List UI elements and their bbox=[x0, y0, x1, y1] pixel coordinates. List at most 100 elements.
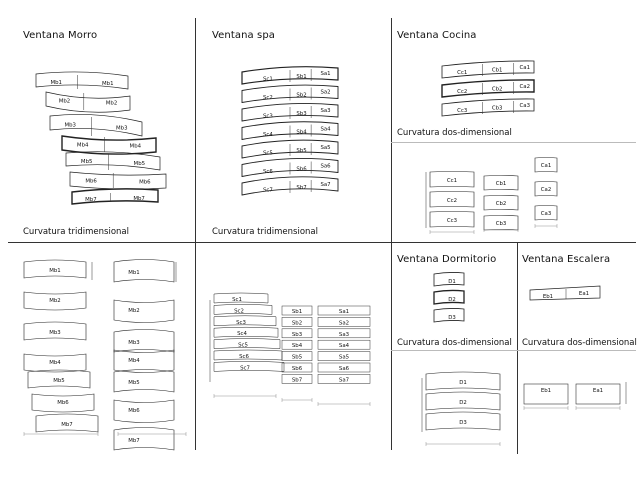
spa-label-c-2: Sc2 bbox=[263, 95, 273, 101]
spa-part-a-label-3: Sa3 bbox=[339, 332, 349, 338]
horizontal-divider-cocina bbox=[391, 142, 636, 143]
vertical-divider-3 bbox=[517, 242, 518, 454]
cocina-part-c-1 bbox=[429, 171, 475, 188]
morro-piece-3 bbox=[49, 114, 143, 137]
spa-part-a-label-4: Sa4 bbox=[339, 343, 350, 349]
morro-piece-6 bbox=[69, 171, 167, 190]
spa-part-a-1 bbox=[317, 305, 371, 316]
cocina-piece-1 bbox=[441, 60, 535, 79]
spa-piece-3 bbox=[241, 102, 339, 122]
morro-part-right-3 bbox=[113, 329, 175, 353]
spa-label-c-6: Sc6 bbox=[263, 169, 273, 175]
cocina-label-a-2: Ca2 bbox=[520, 84, 531, 90]
spa-piece-1 bbox=[241, 66, 339, 85]
spa-part-b-label-7: Sb7 bbox=[292, 377, 302, 383]
spa-piece-4 bbox=[241, 121, 339, 141]
spa-part-c-5 bbox=[213, 338, 281, 349]
spa-part-b-6 bbox=[281, 362, 313, 373]
spa-part-c-3 bbox=[213, 315, 277, 327]
morro-label-left-2: Mb2 bbox=[59, 99, 71, 105]
cocina-label-c-3: Cc3 bbox=[457, 108, 467, 114]
morro-label-right-6: Mb6 bbox=[139, 180, 151, 186]
spa-part-a-5 bbox=[317, 351, 371, 361]
morro-label-left-3: Mb3 bbox=[64, 123, 76, 129]
morro-part-left-label-1: Mb1 bbox=[49, 268, 61, 274]
morro-part-right-6 bbox=[113, 399, 175, 423]
cocina-piece-2 bbox=[441, 79, 535, 98]
cocina-part-c-label-1: Cc1 bbox=[447, 178, 457, 184]
morro-part-left-5 bbox=[27, 369, 91, 389]
spa-part-a-label-2: Sa2 bbox=[339, 320, 349, 326]
cocina-label-b-3: Cb3 bbox=[492, 106, 503, 112]
morro-part-right-1 bbox=[113, 259, 175, 283]
dormitorio-part-2 bbox=[425, 391, 501, 411]
cocina-part-c-label-2: Cc2 bbox=[447, 198, 457, 204]
morro-part-right-2 bbox=[113, 299, 175, 323]
dormitorio-label-1: D1 bbox=[448, 279, 456, 285]
caption-spa: Curvatura tridimensional bbox=[212, 227, 318, 237]
cocina-piece-3 bbox=[441, 98, 535, 117]
spa-piece-7 bbox=[241, 176, 339, 196]
morro-part-left-label-4: Mb4 bbox=[49, 360, 61, 366]
morro-label-right-1: Mb1 bbox=[102, 81, 114, 87]
caption-morro: Curvatura tridimensional bbox=[23, 227, 129, 237]
dormitorio-label-3: D3 bbox=[448, 315, 456, 321]
cocina-label-b-1: Cb1 bbox=[492, 68, 503, 74]
dormitorio-part-1 bbox=[425, 371, 501, 391]
spa-label-b-5: Sb5 bbox=[296, 148, 306, 154]
spa-label-a-4: Sa4 bbox=[320, 127, 331, 133]
spa-piece-5 bbox=[241, 139, 339, 159]
spa-label-b-4: Sb4 bbox=[296, 129, 307, 135]
morro-piece-5 bbox=[65, 151, 161, 171]
spa-label-b-1: Sb1 bbox=[296, 74, 306, 80]
spa-label-c-4: Sc4 bbox=[263, 132, 273, 138]
escalera-part-a-label: Ea1 bbox=[593, 388, 603, 394]
spa-label-c-5: Sc5 bbox=[263, 151, 273, 157]
cocina-part-c-label-3: Cc3 bbox=[447, 218, 457, 224]
spa-label-a-5: Sa5 bbox=[320, 145, 330, 151]
cocina-part-a-label-2: Ca2 bbox=[541, 187, 552, 193]
spa-part-c-1 bbox=[213, 292, 269, 304]
morro-piece-4 bbox=[61, 135, 157, 155]
dormitorio-part-3 bbox=[425, 411, 501, 431]
morro-piece-2 bbox=[45, 91, 131, 113]
vertical-divider-2 bbox=[391, 18, 392, 450]
morro-label-left-6: Mb6 bbox=[85, 179, 97, 185]
morro-label-right-4: Mb4 bbox=[130, 144, 142, 150]
morro-label-right-2: Mb2 bbox=[106, 101, 118, 107]
title-dormitorio: Ventana Dormitorio bbox=[397, 254, 497, 265]
morro-piece-7 bbox=[71, 188, 159, 205]
dormitorio-label-2: D2 bbox=[448, 297, 456, 303]
morro-part-right-label-6: Mb6 bbox=[128, 408, 140, 414]
morro-label-right-3: Mb3 bbox=[116, 126, 128, 132]
spa-part-c-2 bbox=[213, 304, 273, 315]
cocina-part-b-2 bbox=[483, 195, 519, 211]
spa-part-a-2 bbox=[317, 317, 371, 327]
spa-part-a-label-5: Sa5 bbox=[339, 355, 349, 361]
morro-part-left-label-3: Mb3 bbox=[49, 330, 61, 336]
morro-part-right-7 bbox=[113, 427, 175, 451]
escalera-label-b: Eb1 bbox=[543, 294, 553, 300]
morro-piece-1 bbox=[35, 71, 129, 90]
horizontal-divider-main bbox=[8, 242, 636, 243]
morro-part-right-5 bbox=[113, 369, 175, 393]
escalera-part-b bbox=[523, 383, 569, 405]
spa-part-b-label-4: Sb4 bbox=[292, 343, 303, 349]
caption-escalera: Curvatura dos-dimensional bbox=[522, 338, 637, 348]
morro-part-left-3 bbox=[23, 321, 87, 341]
morro-label-left-7: Mb7 bbox=[85, 197, 97, 203]
morro-part-left-1 bbox=[23, 259, 87, 279]
spa-part-a-label-1: Sa1 bbox=[339, 309, 349, 315]
morro-part-left-label-6: Mb6 bbox=[57, 400, 69, 406]
morro-part-left-label-2: Mb2 bbox=[49, 298, 61, 304]
spa-piece-2 bbox=[241, 84, 339, 104]
morro-part-right-label-4: Mb4 bbox=[128, 358, 140, 364]
cocina-part-b-1 bbox=[483, 175, 519, 191]
morro-part-right-label-7: Mb7 bbox=[128, 438, 140, 444]
cocina-part-a-1 bbox=[534, 157, 558, 173]
cocina-part-c-3 bbox=[429, 211, 475, 228]
cocina-label-a-1: Ca1 bbox=[520, 65, 531, 71]
spa-part-b-label-6: Sb6 bbox=[292, 366, 303, 372]
spa-part-b-4 bbox=[281, 339, 313, 350]
